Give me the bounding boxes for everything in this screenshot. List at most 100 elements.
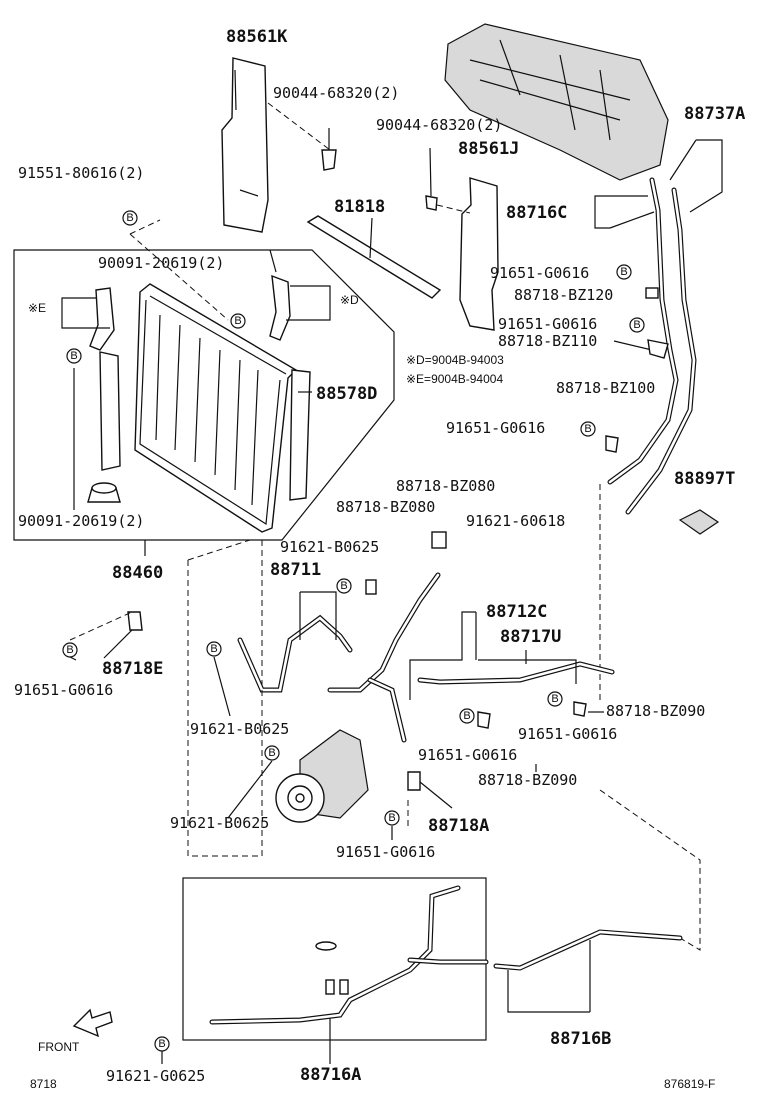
label-91621-B0625-b: 91621-B0625 [190, 720, 289, 738]
label-88716C: 88716C [506, 203, 567, 223]
shroud-88561K [221, 57, 269, 233]
pipe-88716C [607, 177, 697, 515]
svg-text:B: B [584, 423, 591, 435]
hose-88711 [237, 614, 353, 693]
side-seal-right [289, 369, 311, 501]
code-right: 876819-F [664, 1077, 715, 1091]
label-88712C: 88712C [486, 602, 547, 622]
label-91651-c: 91651-G0616 [446, 419, 545, 437]
condenser-box [13, 249, 395, 541]
valve [325, 979, 349, 995]
pipe-88717U [417, 661, 615, 685]
label-90091-top: 90091-20619(2) [98, 254, 224, 272]
label-91651-b: 91651-G0616 [498, 315, 597, 333]
bolt-marker-icon: B [230, 313, 246, 329]
label-90091-bottom: 90091-20619(2) [18, 512, 144, 530]
label-91621-B0625-a: 91621-B0625 [280, 538, 379, 556]
label-91651-d: 91651-G0616 [14, 681, 113, 699]
clamp-88718A [407, 771, 421, 791]
seal-81818 [306, 215, 442, 299]
svg-text:B: B [340, 580, 347, 592]
air-duct [444, 23, 669, 181]
shroud-88561J [459, 177, 499, 331]
compressor [275, 729, 369, 823]
clamp-88718E [127, 611, 143, 631]
label-88717U: 88717U [500, 627, 561, 647]
clamp-BZ080b [365, 579, 377, 595]
label-88718-BZ120: 88718-BZ120 [514, 286, 613, 304]
pipe-88716A [209, 885, 489, 1025]
clamp-BZ120 [645, 287, 659, 299]
note-D: ※D=9004B-94003 [406, 353, 504, 367]
svg-text:B: B [268, 747, 275, 759]
clamp-BZ090a [573, 701, 587, 717]
label-91621-G0625: 91621-G0625 [106, 1067, 205, 1085]
svg-text:B: B [388, 812, 395, 824]
label-88561K: 88561K [226, 27, 288, 47]
label-88718-BZ080-a: 88718-BZ080 [396, 477, 495, 495]
cushion [87, 482, 121, 503]
clamp-BZ100 [605, 435, 619, 453]
svg-text:B: B [551, 693, 558, 705]
svg-text:B: B [620, 266, 627, 278]
bolt-marker-icon: B [459, 708, 475, 724]
clamp-BZ090b [477, 711, 491, 729]
grommet-88897T [678, 509, 720, 535]
label-90044-a: 90044-68320(2) [273, 84, 399, 102]
label-91621-60618: 91621-60618 [466, 512, 565, 530]
label-E: ※E [28, 301, 46, 315]
clip-90044-upper [321, 128, 337, 171]
front-arrow-icon [72, 1008, 113, 1038]
clip-90044-lower [425, 147, 438, 211]
svg-text:B: B [234, 315, 241, 327]
lower-box [182, 877, 487, 1041]
label-91651-g: 91651-G0616 [336, 843, 435, 861]
bolt-marker-icon: B [629, 317, 645, 333]
label-88718A: 88718A [428, 816, 489, 836]
bolt-marker-icon: B [66, 348, 82, 364]
clamp-BZ080a [431, 531, 447, 549]
label-88711: 88711 [270, 560, 321, 580]
label-88718-BZ090-b: 88718-BZ090 [478, 771, 577, 789]
label-88716B: 88716B [550, 1029, 611, 1049]
label-88716A: 88716A [300, 1065, 361, 1085]
label-88578D: 88578D [316, 384, 377, 404]
bracket-D [269, 274, 291, 341]
label-88718-BZ110: 88718-BZ110 [498, 332, 597, 350]
label-90044-b: 90044-68320(2) [376, 116, 502, 134]
label-88718-BZ100: 88718-BZ100 [556, 379, 655, 397]
svg-text:B: B [66, 644, 73, 656]
bolt-marker-icon: B [336, 578, 352, 594]
oring [315, 941, 337, 951]
label-91651-f: 91651-G0616 [418, 746, 517, 764]
bolt-marker-icon: B [264, 745, 280, 761]
bolt-marker-icon: B [122, 210, 138, 226]
bracket-E [89, 287, 115, 351]
svg-text:B: B [126, 212, 133, 224]
label-88561J: 88561J [458, 139, 519, 159]
note-E: ※E=9004B-94004 [406, 372, 503, 386]
bolt-marker-icon: B [616, 264, 632, 280]
bolt-marker-icon: B [206, 641, 222, 657]
pipe-88716B [493, 929, 683, 971]
label-81818: 81818 [334, 197, 385, 217]
code-left: 8718 [30, 1077, 57, 1091]
hose-88712C [327, 572, 441, 743]
side-seal-left [99, 351, 121, 471]
svg-text:B: B [70, 350, 77, 362]
svg-text:B: B [158, 1038, 165, 1050]
bolt-marker-icon: B [384, 810, 400, 826]
label-91651-a: 91651-G0616 [490, 264, 589, 282]
label-91651-e: 91651-G0616 [518, 725, 617, 743]
label-front: FRONT [38, 1040, 80, 1054]
clamp-BZ110 [647, 339, 669, 359]
label-88718E: 88718E [102, 659, 163, 679]
bolt-marker-icon: B [62, 642, 78, 658]
label-88460: 88460 [112, 563, 163, 583]
condenser-core [134, 283, 298, 533]
label-91621-B0625-c: 91621-B0625 [170, 814, 269, 832]
label-88718-BZ080-b: 88718-BZ080 [336, 498, 435, 516]
svg-text:B: B [633, 319, 640, 331]
svg-text:B: B [210, 643, 217, 655]
